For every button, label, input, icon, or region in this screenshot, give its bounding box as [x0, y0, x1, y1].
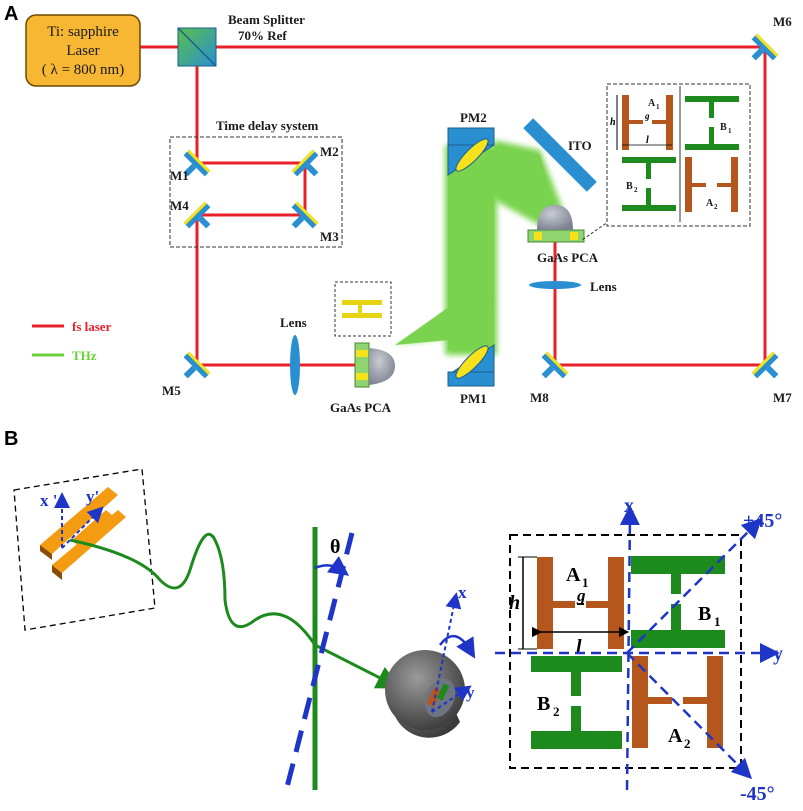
b-l-label: l [576, 636, 582, 658]
inset-a2-sub: 2 [714, 203, 718, 211]
emitter-antenna-inset [334, 281, 392, 337]
mirror-m5 [183, 351, 211, 379]
lens-left-label: Lens [280, 315, 307, 330]
laser-label-2: Laser [66, 43, 99, 59]
y-prime-label: y' [86, 487, 99, 506]
inset-a1-label: A [648, 98, 656, 109]
mirror-m7 [751, 351, 779, 379]
thz-beam [395, 140, 565, 355]
b-b1-sub: 1 [714, 614, 721, 629]
polarizer-lines: θ [282, 527, 355, 796]
time-delay-system: Time delay system [169, 118, 343, 248]
minus45-axis [626, 652, 753, 780]
mirror-m3-label: M3 [320, 229, 339, 244]
inset-b1-sub: 1 [728, 127, 732, 135]
laser-label-3: ( λ = 800 nm) [42, 62, 124, 78]
a1-left-bar [537, 557, 553, 649]
x-prime-label: x ' [40, 491, 57, 510]
ito-label: ITO [568, 138, 592, 153]
b-a1-label: A [566, 564, 581, 586]
pca-emitter-label: GaAs PCA [330, 400, 392, 415]
det-y-label: y [466, 683, 475, 702]
mirror-m4 [183, 201, 211, 229]
b-b1-label: B [698, 603, 711, 625]
time-delay-label: Time delay system [216, 118, 318, 133]
lens-right: Lens [529, 279, 617, 294]
mirror-m4-label: M4 [170, 198, 189, 213]
laser-label-1: Ti: sapphire [47, 24, 119, 40]
inset-antenna-array: A 1 g h l B 1 B 2 A 2 [581, 83, 751, 241]
mirror-m3 [291, 201, 319, 229]
parabolic-mirror-pm1: PM1 [447, 344, 495, 406]
pca-detector: GaAs PCA [527, 205, 599, 265]
minus45-label: -45° [740, 783, 775, 805]
b-a2-sub: 2 [684, 736, 691, 751]
b-b2-sub: 2 [553, 704, 560, 719]
mirror-m7-label: M7 [773, 390, 792, 405]
inset-h-label: h [610, 117, 616, 128]
laser-source: Ti: sapphire Laser ( λ = 800 nm) [25, 14, 141, 87]
emitter-3d-inset: x ' y' [13, 468, 156, 631]
thz-wave [69, 532, 401, 689]
plus45-axis [626, 517, 763, 654]
pm1-label: PM1 [460, 391, 487, 406]
plus45-label: +45° [743, 510, 782, 532]
inset-b1-label: B [720, 122, 727, 133]
panel-a-label: A [4, 3, 18, 25]
inset-a1-sub: 1 [656, 103, 660, 111]
b-x-axis-label: x [624, 495, 634, 517]
legend-thz-label: THz [72, 348, 97, 363]
parabolic-mirror-pm2: PM2 [447, 110, 495, 176]
legend: fs laser THz [32, 319, 112, 363]
panel-b-label: B [4, 428, 18, 450]
beam-splitter-label-1: Beam Splitter [228, 12, 305, 27]
lens-left: Lens [280, 315, 307, 395]
inset-g-label: g [644, 111, 650, 121]
detector-3d: x y [385, 583, 476, 738]
mirror-m8-label: M8 [530, 390, 549, 405]
b-a1-sub: 1 [582, 575, 589, 590]
mirror-m2 [291, 149, 319, 177]
inset-b2-label: B [626, 181, 633, 192]
ito-plate: ITO [523, 118, 597, 192]
legend-laser-label: fs laser [72, 319, 112, 334]
inset-l-label: l [646, 135, 649, 146]
mirror-m1 [183, 149, 211, 177]
beam-splitter-label-2: 70% Ref [238, 28, 287, 43]
pca-detector-label: GaAs PCA [537, 250, 599, 265]
mirror-m8 [541, 351, 569, 379]
lens-right-label: Lens [590, 279, 617, 294]
beam-splitter: Beam Splitter 70% Ref [177, 12, 305, 67]
pm2-label: PM2 [460, 110, 487, 125]
inset-b2-sub: 2 [634, 186, 638, 194]
b-g-label: g [576, 586, 586, 605]
mirror-m1-label: M1 [170, 168, 189, 183]
pca-emitter: GaAs PCA [330, 342, 395, 415]
b-a2-label: A [668, 725, 683, 747]
mirror-m2-label: M2 [320, 144, 339, 159]
a1-right-bar [608, 557, 624, 649]
mirror-m6-label: M6 [773, 14, 792, 29]
b-y-axis-label: y [773, 643, 783, 665]
mirror-m5-label: M5 [162, 383, 181, 398]
det-x-label: x [458, 583, 467, 602]
b-b2-label: B [537, 693, 550, 715]
antenna-array-b: A 1 g h l B 1 B 2 A 2 x y +45° -45° [495, 495, 783, 805]
theta-label: θ [330, 536, 340, 558]
inset-a2-label: A [706, 198, 714, 209]
b-h-label: h [509, 592, 520, 614]
mirror-m6 [751, 33, 779, 61]
